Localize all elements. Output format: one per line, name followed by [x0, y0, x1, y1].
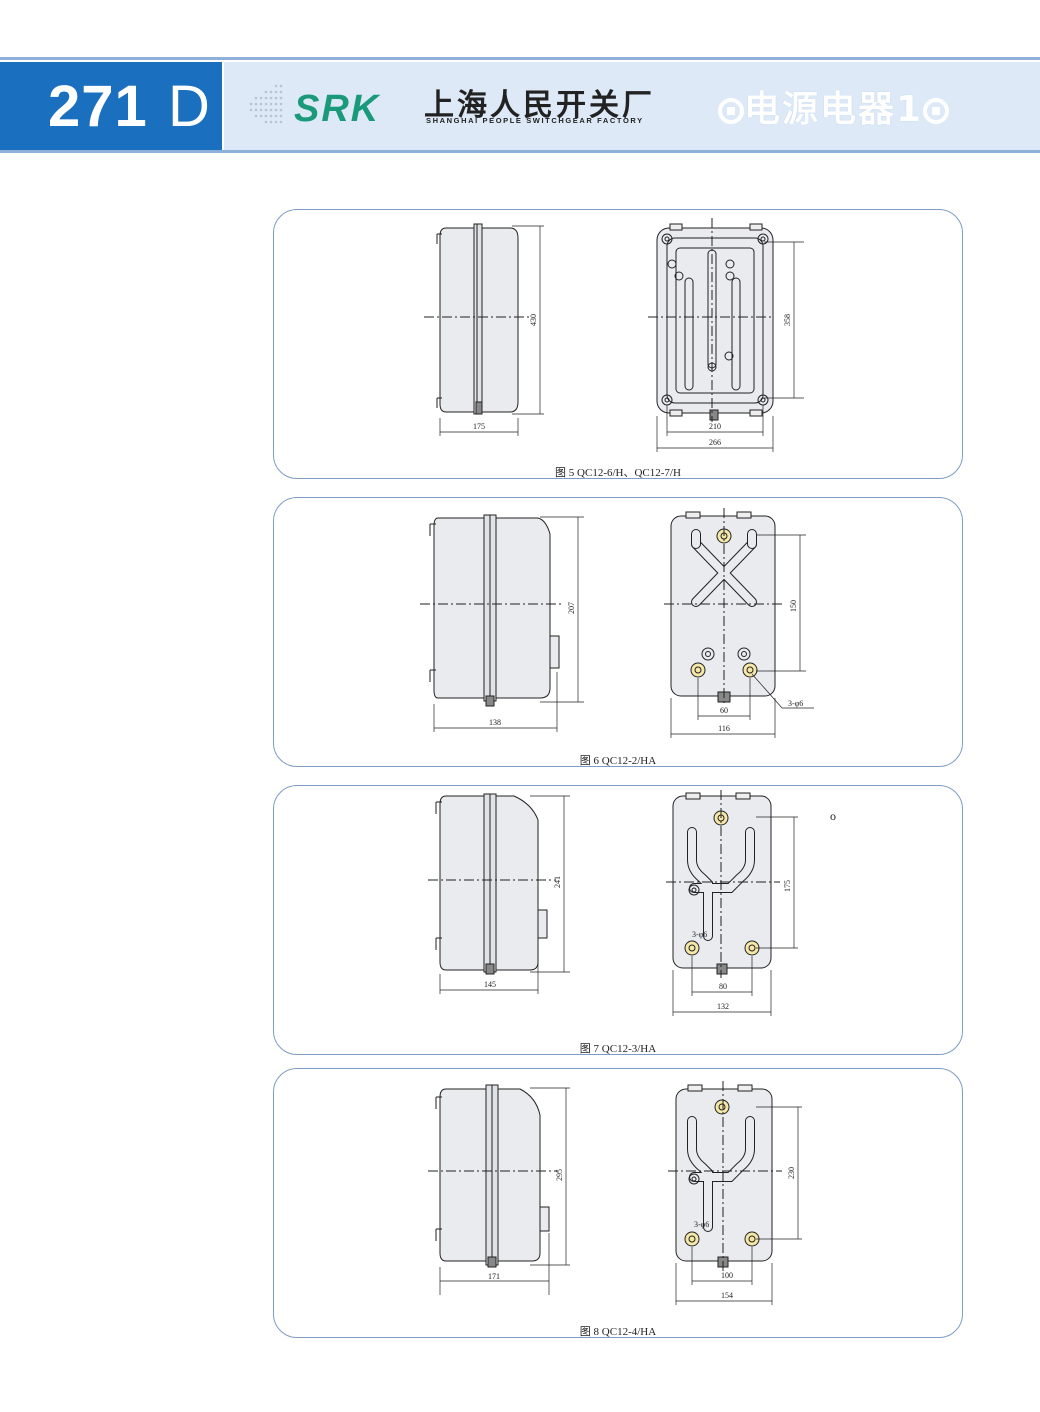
square-dot-icon: [718, 98, 744, 124]
company-name-en: SHANGHAI PEOPLE SWITCHGEAR FACTORY: [426, 116, 644, 125]
dim-height: 207: [567, 602, 576, 614]
figure-6-drawing: 207 138: [420, 508, 814, 738]
brand-logo: SRK: [294, 88, 381, 130]
dim-front-inner-width: 210: [709, 422, 721, 431]
dim-width: 138: [489, 718, 501, 727]
figure-5-drawing: 430 175: [424, 218, 804, 452]
dim-front-height: 175: [783, 880, 792, 892]
stray-mark: o: [830, 809, 836, 823]
dim-front-width: 266: [709, 438, 721, 447]
dim-width: 175: [473, 422, 485, 431]
dim-front-width: 116: [718, 724, 730, 733]
dim-front-width: 132: [717, 1002, 729, 1011]
dim-front-height: 230: [787, 1167, 796, 1179]
figure-caption: 图 7 QC12-3/HA: [579, 1043, 657, 1055]
dim-holes: 3-φ6: [692, 930, 707, 939]
dim-front-height: 150: [789, 600, 798, 612]
dim-height: 430: [529, 314, 538, 326]
dim-height: 295: [555, 1169, 564, 1181]
page-number-box: 271 D: [0, 62, 222, 150]
dim-width: 145: [484, 980, 496, 989]
company-name-cn: 上海人民开关厂: [424, 88, 655, 123]
figure-caption: 图 8 QC12-4/HA: [579, 1326, 657, 1338]
dim-height: 241: [553, 876, 562, 888]
page-number: 271: [48, 74, 148, 139]
figure-panel-7: 241 145 175 80 132: [273, 785, 963, 1055]
header-bottom-rule: [0, 150, 1040, 153]
dim-width: 171: [488, 1272, 500, 1281]
section-title-text: 电源电器1: [744, 89, 924, 130]
page-suffix: D: [168, 74, 210, 139]
figure-panel-6: 207 138: [273, 497, 963, 767]
figure-8-drawing: 295 171 230 100 154 3-: [428, 1081, 802, 1305]
figure-7-drawing: 241 145 175 80 132: [428, 790, 836, 1016]
dim-front-inner-width: 100: [721, 1271, 733, 1280]
dim-front-height: 358: [783, 314, 792, 326]
figure-panel-8: 295 171 230 100 154 3-: [273, 1068, 963, 1338]
figure-panel-5: 430 175: [273, 209, 963, 479]
dim-holes: 3-φ6: [694, 1220, 709, 1229]
section-title: 电源电器1: [718, 80, 950, 132]
square-dot-icon: [923, 98, 950, 124]
figure-caption: 图 6 QC12-2/HA: [579, 755, 657, 767]
dim-front-width: 154: [721, 1291, 733, 1300]
dim-front-inner-width: 60: [720, 706, 728, 715]
dim-holes: 3-φ6: [788, 699, 803, 708]
header-band: [224, 62, 1040, 150]
header-top-rule: [0, 57, 1040, 60]
dim-front-inner-width: 80: [719, 982, 727, 991]
dot-pattern-icon: [249, 84, 283, 124]
figure-caption: 图 5 QC12-6/H、QC12-7/H: [555, 467, 681, 479]
